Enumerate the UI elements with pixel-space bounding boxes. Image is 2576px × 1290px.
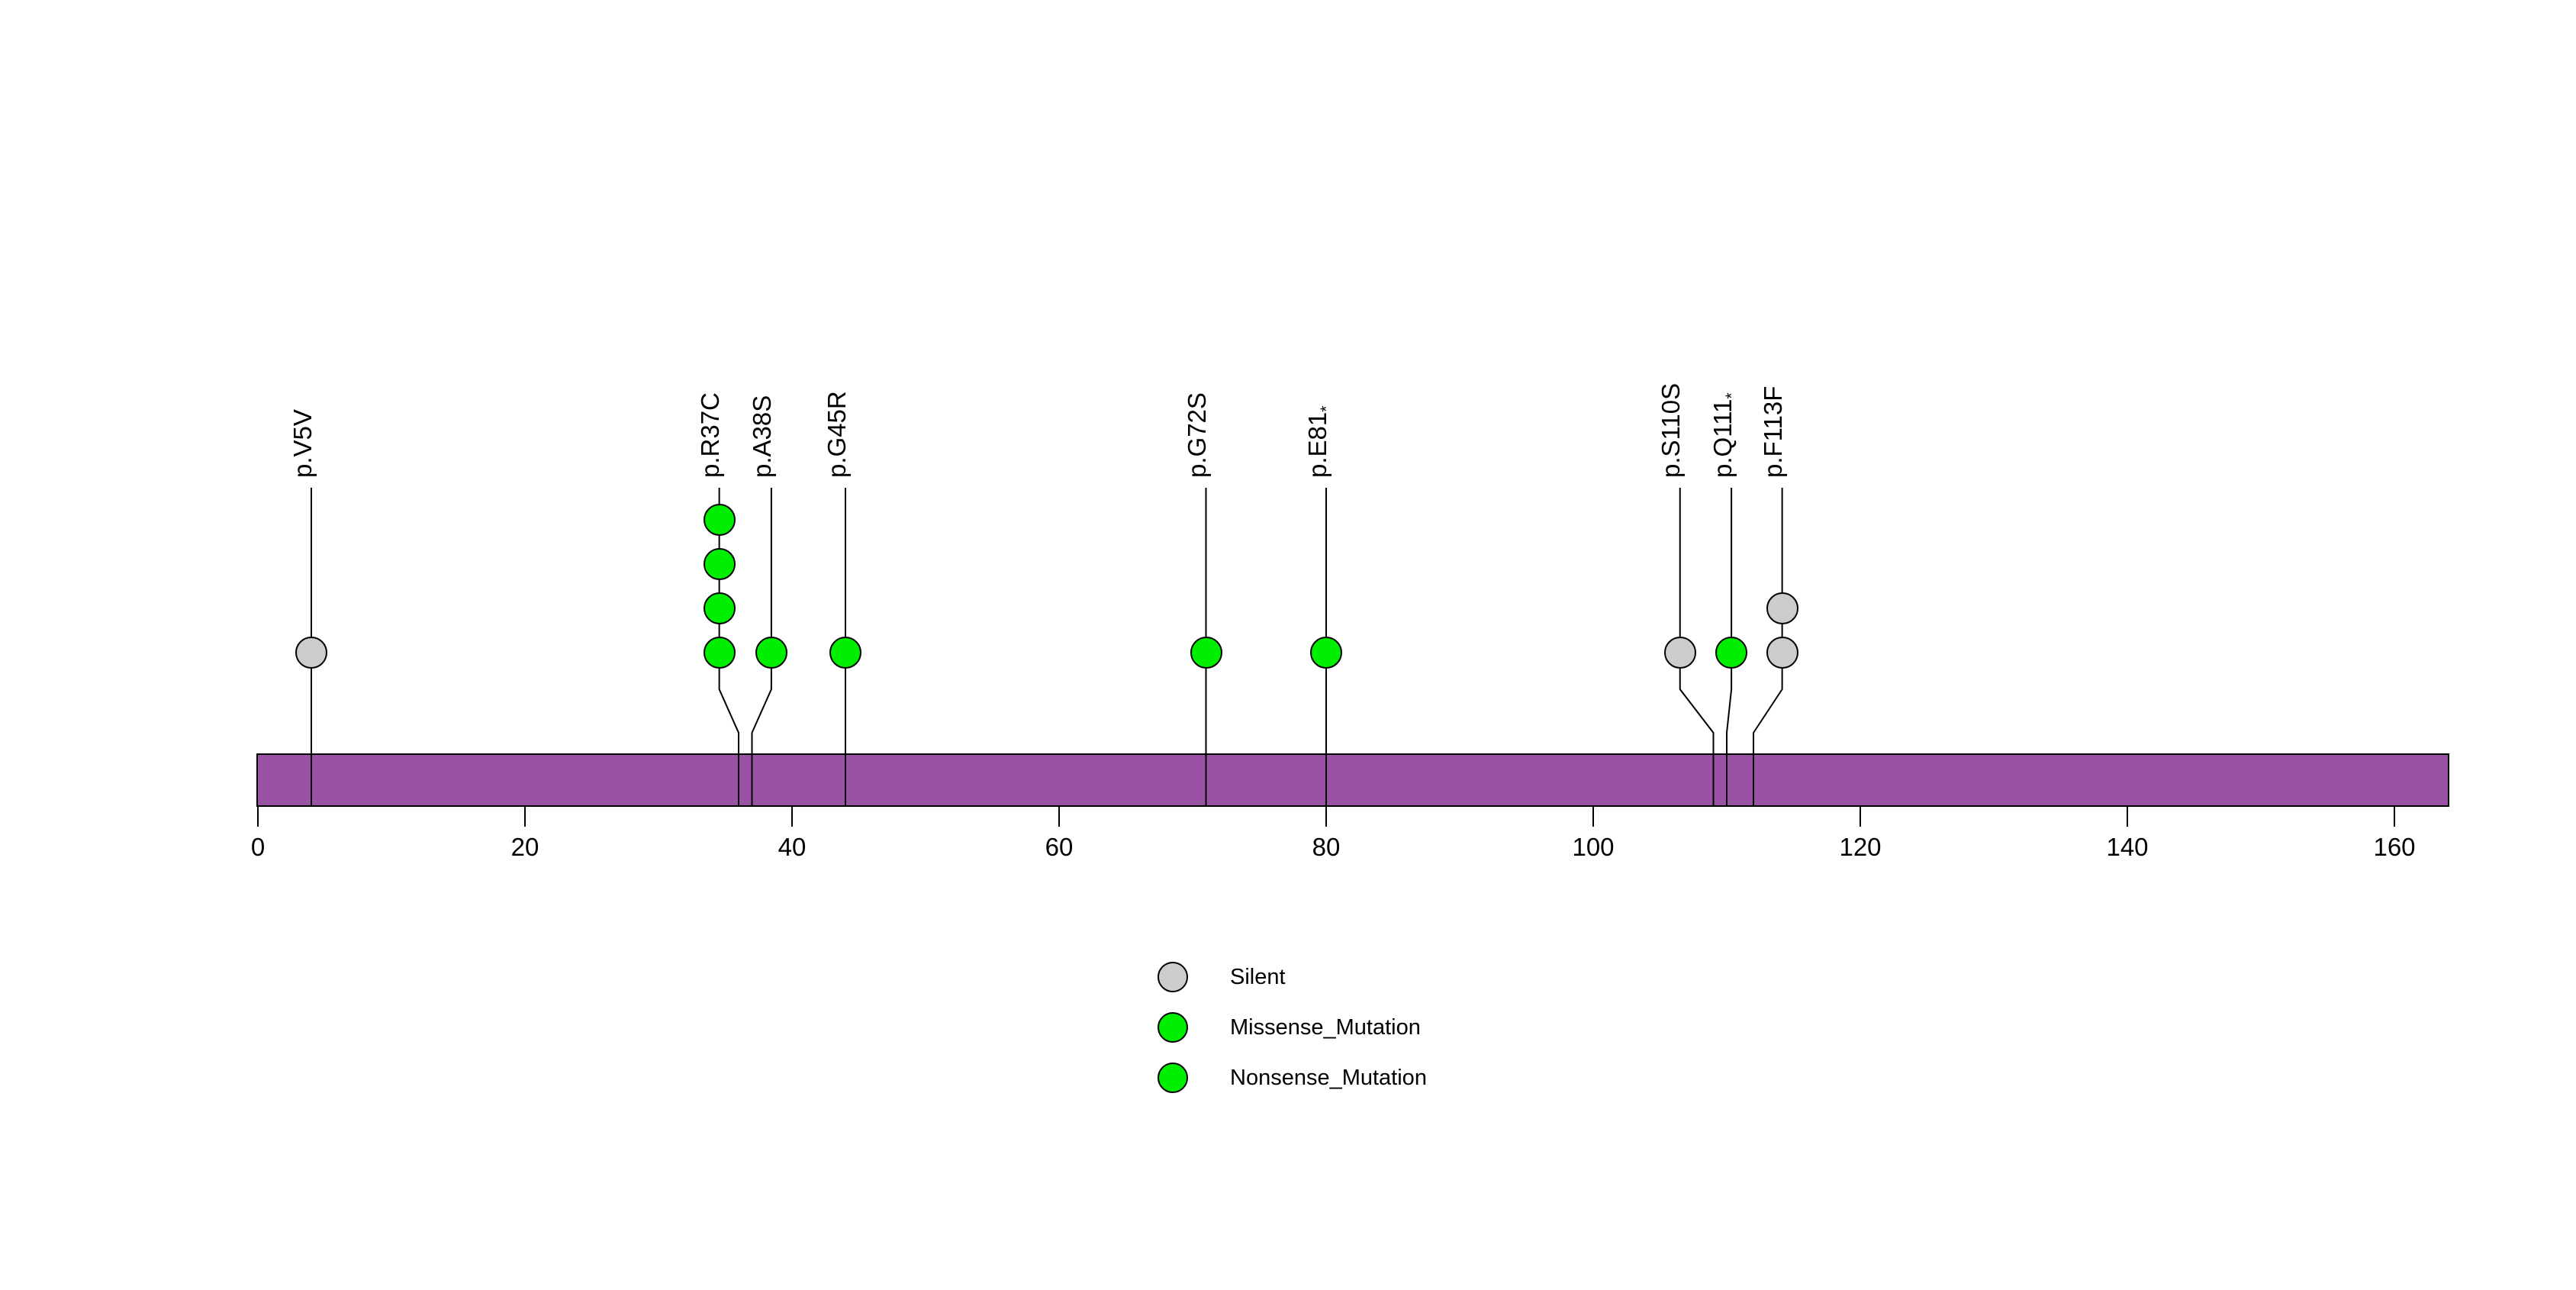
mutation-circle: [1190, 637, 1222, 669]
mutation-label: p.F113F: [1759, 385, 1795, 478]
legend-label: Silent: [1230, 965, 1286, 989]
axis-tick-label: 60: [1045, 833, 1074, 861]
axis-tick: [1860, 806, 1861, 827]
mutation-label: p.E81*: [1302, 405, 1339, 478]
mutation-label: p.A38S: [748, 395, 784, 478]
legend-label: Nonsense_Mutation: [1230, 1066, 1427, 1090]
mutation-circle: [703, 637, 736, 669]
mutation-circle: [1766, 592, 1798, 624]
mutation-label: p.R37C: [696, 392, 732, 478]
axis-tick-label: 120: [1839, 833, 1882, 861]
mutation-label: p.V5V: [288, 409, 324, 478]
mutation-label: p.Q111*: [1708, 392, 1744, 478]
axis-tick: [257, 806, 259, 827]
mutation-circle: [1766, 637, 1798, 669]
axis-tick: [1325, 806, 1327, 827]
mutation-label-text: p.A38S: [748, 395, 777, 478]
legend-label: Missense_Mutation: [1230, 1015, 1421, 1040]
axis-tick-label: 80: [1312, 833, 1341, 861]
lollipop-stem: [718, 488, 739, 805]
mutation-label: p.G45R: [822, 391, 858, 478]
mutation-label-text: p.R37C: [696, 392, 725, 478]
mutation-label-text: p.G45R: [822, 391, 851, 478]
axis-tick: [2127, 806, 2128, 827]
axis-tick-label: 100: [1572, 833, 1615, 861]
axis-tick: [1592, 806, 1594, 827]
mutation-circle: [703, 548, 736, 580]
mutation-circle: [1715, 637, 1748, 669]
mutation-label: p.G72S: [1183, 392, 1219, 478]
lollipop-stem: [1726, 488, 1733, 805]
stop-codon-asterisk: *: [1317, 405, 1335, 412]
mutation-label: p.S110S: [1657, 382, 1692, 478]
axis-tick: [524, 806, 526, 827]
mutation-label-text: p.Q111: [1708, 398, 1737, 478]
protein-bar: [256, 753, 2449, 807]
legend-swatch: [1158, 962, 1188, 992]
mutation-label-text: p.F113F: [1759, 385, 1788, 478]
mutation-label-text: p.G72S: [1183, 392, 1211, 478]
axis-tick-label: 40: [778, 833, 807, 861]
mutation-circle: [295, 637, 327, 669]
mutation-circle: [703, 504, 736, 536]
axis-tick: [791, 806, 793, 827]
mutation-circle: [1663, 637, 1696, 669]
axis-tick: [1058, 806, 1060, 827]
mutation-label-text: p.S110S: [1657, 382, 1686, 478]
legend-swatch: [1158, 1012, 1188, 1043]
lollipop-stem: [1753, 488, 1783, 805]
mutation-label-text: p.E81: [1302, 411, 1331, 478]
mutation-circle: [1310, 637, 1342, 669]
legend-swatch: [1158, 1063, 1188, 1093]
stop-codon-asterisk: *: [1722, 392, 1740, 399]
mutation-label-text: p.V5V: [288, 409, 317, 478]
axis-tick-label: 160: [2373, 833, 2416, 861]
lollipop-stem: [1679, 488, 1715, 805]
mutation-circle: [829, 637, 861, 669]
axis-tick-label: 0: [250, 833, 266, 861]
axis-tick-label: 20: [510, 833, 539, 861]
mutation-circle: [703, 592, 736, 624]
axis-tick-label: 140: [2106, 833, 2149, 861]
mutation-circle: [755, 637, 787, 669]
axis-tick: [2394, 806, 2395, 827]
lollipop-stem: [751, 488, 772, 805]
